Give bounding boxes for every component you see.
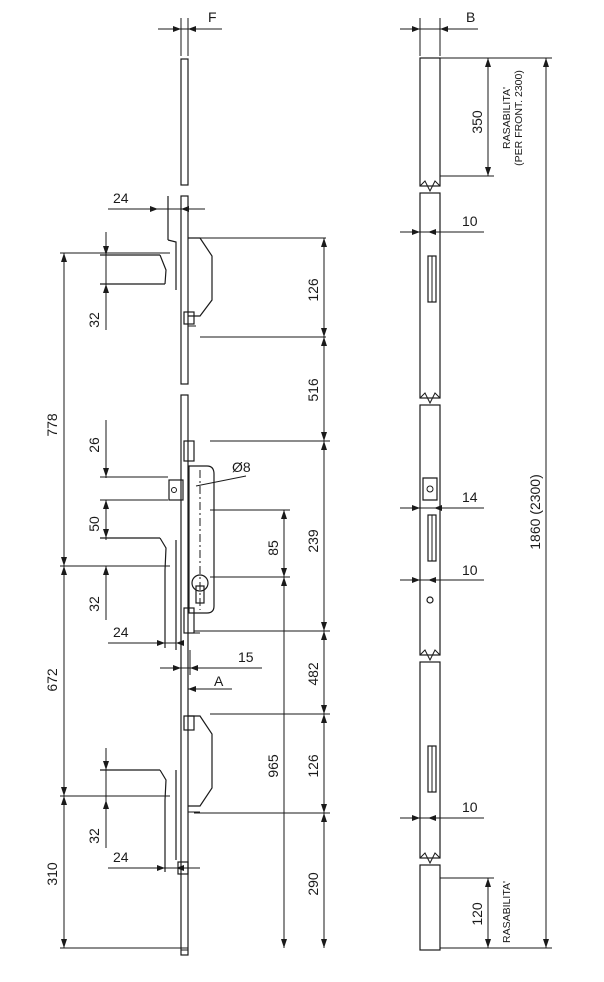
dim-32-upper: 32 <box>86 232 109 330</box>
svg-text:32: 32 <box>86 596 102 612</box>
svg-text:672: 672 <box>44 668 60 692</box>
dim-10-middle: 10 <box>400 562 484 583</box>
dim-126-upper: 126 <box>305 238 327 337</box>
lower-lock-case <box>183 715 213 813</box>
svg-text:32: 32 <box>86 828 102 844</box>
dim-b: B <box>400 9 478 56</box>
dim-10-upper: 10 <box>400 213 484 235</box>
lower-rod <box>100 769 189 875</box>
svg-text:120: 120 <box>469 902 485 926</box>
dim-1860: 1860 (2300) <box>527 58 549 948</box>
dim-50: 50 <box>86 500 109 540</box>
dim-126-lower: 126 <box>305 714 327 813</box>
label-rasabilita-front: (PER FRONT. 2300) <box>513 70 525 166</box>
dim-290: 290 <box>305 813 327 948</box>
svg-text:10: 10 <box>462 799 478 815</box>
dim-32-middle: 32 <box>86 566 109 620</box>
label-rasabilita-top: RASABILITA' <box>501 87 513 149</box>
svg-text:310: 310 <box>44 862 60 886</box>
svg-text:350: 350 <box>469 110 485 134</box>
dim-diameter-8: Ø8 <box>232 459 251 475</box>
upper-lock-case <box>183 237 213 327</box>
svg-text:1860 (2300): 1860 (2300) <box>527 474 543 550</box>
side-segment-5 <box>419 864 441 951</box>
dim-120: 120 RASABILITA' <box>469 878 513 948</box>
label-rasabilita-bottom: RASABILITA' <box>501 881 513 943</box>
front-view: F <box>44 9 330 956</box>
svg-text:32: 32 <box>86 312 102 328</box>
dim-310: 310 <box>44 796 67 948</box>
side-view: B 350 RASABILITA' <box>400 9 552 951</box>
svg-text:14: 14 <box>462 489 478 505</box>
dim-26: 26 <box>86 420 109 478</box>
dim-778: 778 <box>44 253 67 566</box>
svg-text:26: 26 <box>86 437 102 453</box>
label-f: F <box>208 9 217 25</box>
svg-text:290: 290 <box>305 872 321 896</box>
svg-text:126: 126 <box>305 278 321 302</box>
dim-482: 482 <box>305 631 327 714</box>
svg-text:239: 239 <box>305 529 321 553</box>
svg-text:85: 85 <box>265 540 281 556</box>
upper-rod <box>100 196 177 290</box>
label-diameter: Ø8 <box>232 459 251 475</box>
dim-15: 15 <box>160 649 262 675</box>
dim-10-lower: 10 <box>400 799 484 821</box>
dim-a: A <box>188 673 232 692</box>
middle-lock-body <box>168 440 247 634</box>
dim-f: F <box>158 9 222 56</box>
svg-text:10: 10 <box>462 213 478 229</box>
dim-24-upper: 24 <box>108 190 205 212</box>
svg-text:482: 482 <box>305 662 321 686</box>
svg-text:516: 516 <box>305 378 321 402</box>
dim-14: 14 <box>400 489 484 511</box>
faceplate-main <box>180 394 189 956</box>
side-segment-2 <box>419 192 441 399</box>
svg-text:24: 24 <box>113 849 129 865</box>
dim-965: 965 <box>265 577 287 948</box>
side-segment-3 <box>419 404 441 656</box>
dim-350: 350 RASABILITA' (PER FRONT. 2300) <box>469 58 525 176</box>
faceplate-top <box>180 58 189 186</box>
label-a: A <box>214 673 224 689</box>
dim-85: 85 <box>265 510 287 577</box>
svg-text:778: 778 <box>44 413 60 437</box>
dim-516: 516 <box>305 337 327 441</box>
dim-672: 672 <box>44 566 67 796</box>
svg-text:50: 50 <box>86 516 102 532</box>
label-b: B <box>466 9 475 25</box>
dim-24-lower: 24 <box>108 849 200 871</box>
svg-text:24: 24 <box>113 624 129 640</box>
svg-text:15: 15 <box>238 649 254 665</box>
svg-text:965: 965 <box>265 754 281 778</box>
middle-rod <box>100 537 177 650</box>
side-segment-1 <box>419 57 441 187</box>
faceplate-upper <box>180 195 189 385</box>
side-segment-4 <box>419 661 441 859</box>
svg-text:24: 24 <box>113 190 129 206</box>
dim-24-middle: 24 <box>108 624 184 646</box>
svg-text:10: 10 <box>462 562 478 578</box>
svg-text:126: 126 <box>305 754 321 778</box>
dim-32-lower: 32 <box>86 748 109 848</box>
dim-239: 239 <box>305 441 327 631</box>
